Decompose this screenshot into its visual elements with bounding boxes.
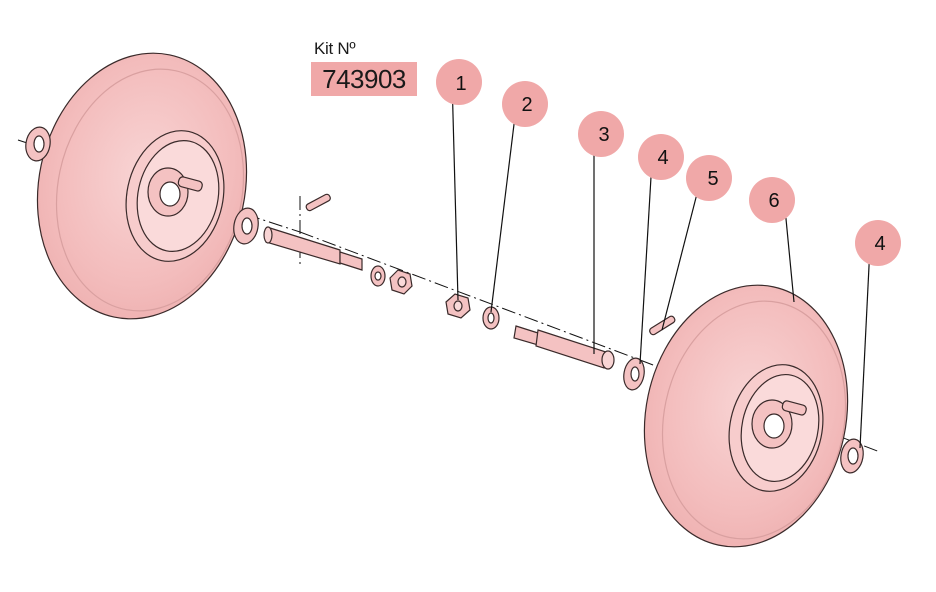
callout-2-number: 2 (521, 94, 532, 116)
left-inner-washer (233, 207, 259, 245)
callout-1-number: 1 (455, 73, 466, 95)
part-pin (649, 315, 676, 336)
kit-label: Kit Nº (314, 39, 356, 58)
callout-3: 3 (578, 111, 624, 157)
callout-6: 6 (749, 177, 795, 223)
left-outer-washer (25, 126, 51, 162)
leader-lines (451, 77, 871, 449)
callout-3-number: 3 (598, 124, 609, 146)
part-washer-inner (623, 357, 645, 391)
left-pin (305, 193, 331, 212)
callout-5-number: 5 (707, 168, 718, 190)
right-wheel (643, 284, 849, 548)
callout-1: 1 (436, 59, 482, 105)
kit-number-box: 743903 (311, 62, 417, 96)
part-washer (482, 306, 500, 330)
callout-7: 4 (855, 220, 901, 266)
callout-4: 4 (638, 134, 684, 180)
callout-4-number: 4 (657, 147, 668, 169)
part-axle-shaft (513, 325, 615, 370)
callout-2: 2 (502, 81, 548, 127)
left-wheel (36, 52, 248, 320)
part-washer-outer (840, 438, 864, 474)
left-nut (389, 269, 413, 295)
left-axle-shaft (263, 226, 363, 271)
callout-7-number: 4 (874, 233, 885, 255)
part-nut (445, 293, 471, 319)
callout-6-number: 6 (768, 190, 779, 212)
callout-5: 5 (686, 155, 732, 201)
kit-number: 743903 (322, 64, 406, 94)
left-small-washer (370, 265, 386, 287)
